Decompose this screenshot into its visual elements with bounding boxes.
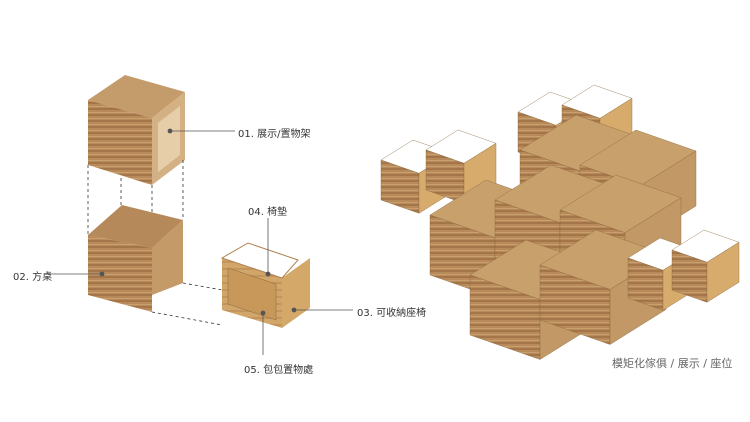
caption: 模矩化傢俱 / 展示 / 座位 xyxy=(612,357,733,370)
label-seat-cushion: 04. 椅墊 xyxy=(248,207,288,218)
label-bag-storage: 05. 包包置物處 xyxy=(244,365,314,376)
label-square-table: 02. 方桌 xyxy=(13,272,53,283)
label-storable-seat: 03. 可收納座椅 xyxy=(357,308,427,319)
modular-arrangement xyxy=(380,84,740,360)
storable-seat-unit xyxy=(220,242,310,328)
label-display-shelf: 01. 展示/置物架 xyxy=(238,129,311,140)
display-shelf-unit xyxy=(88,75,185,185)
leader-lines xyxy=(48,128,353,355)
box-side xyxy=(706,241,740,303)
square-table-unit xyxy=(88,205,183,312)
